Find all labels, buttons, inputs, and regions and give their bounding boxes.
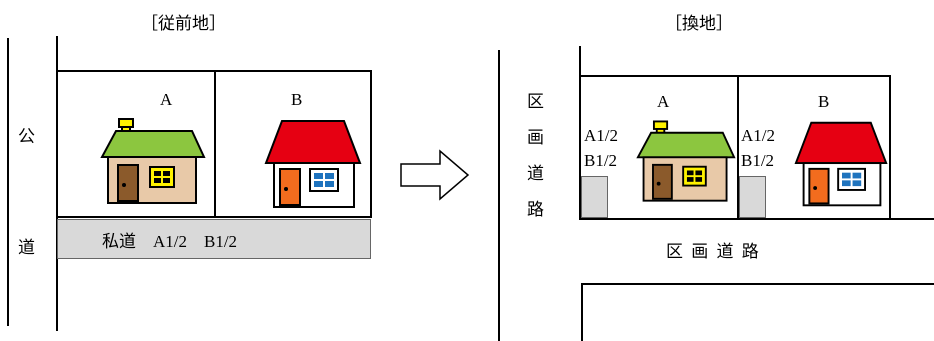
lot-bottom-extension xyxy=(889,218,934,220)
public-road-left-line xyxy=(7,38,9,326)
after-title: ［換地］ xyxy=(665,14,733,33)
right-arrow-icon xyxy=(400,149,470,201)
block-road-left-line xyxy=(498,50,500,341)
share-a-2: B1/2 xyxy=(584,151,618,170)
public-road-label-2: 道 xyxy=(18,238,35,257)
lot-a-label-after: A xyxy=(657,92,670,111)
share-a-1: A1/2 xyxy=(584,126,618,145)
lower-block-left-line xyxy=(581,283,583,341)
house-icon xyxy=(794,121,888,207)
before-title: ［従前地］ xyxy=(141,14,226,33)
private-road-label: 私道 A1/2 B1/2 xyxy=(102,232,238,251)
block-road-label-3: 道 xyxy=(527,164,544,183)
lower-block-top-line xyxy=(581,283,934,285)
block-road-bottom-label: 区 画 道 路 xyxy=(666,242,761,261)
share-b-2: B1/2 xyxy=(741,151,775,170)
block-road-label-1: 区 xyxy=(527,92,544,111)
lot-b-label-before: B xyxy=(291,90,303,109)
share-b-1: A1/2 xyxy=(741,126,775,145)
shared-land-b xyxy=(739,176,766,218)
private-road-area xyxy=(57,219,371,259)
house-icon xyxy=(636,120,736,202)
house-icon xyxy=(100,118,206,204)
lot-a-label-before: A xyxy=(160,90,173,109)
public-road-label-1: 公 xyxy=(18,127,35,146)
house-icon xyxy=(264,120,362,208)
shared-land-a xyxy=(581,176,608,218)
block-road-label-4: 路 xyxy=(527,200,544,219)
block-road-label-2: 画 xyxy=(527,128,544,147)
lot-b-label-after: B xyxy=(818,92,830,111)
